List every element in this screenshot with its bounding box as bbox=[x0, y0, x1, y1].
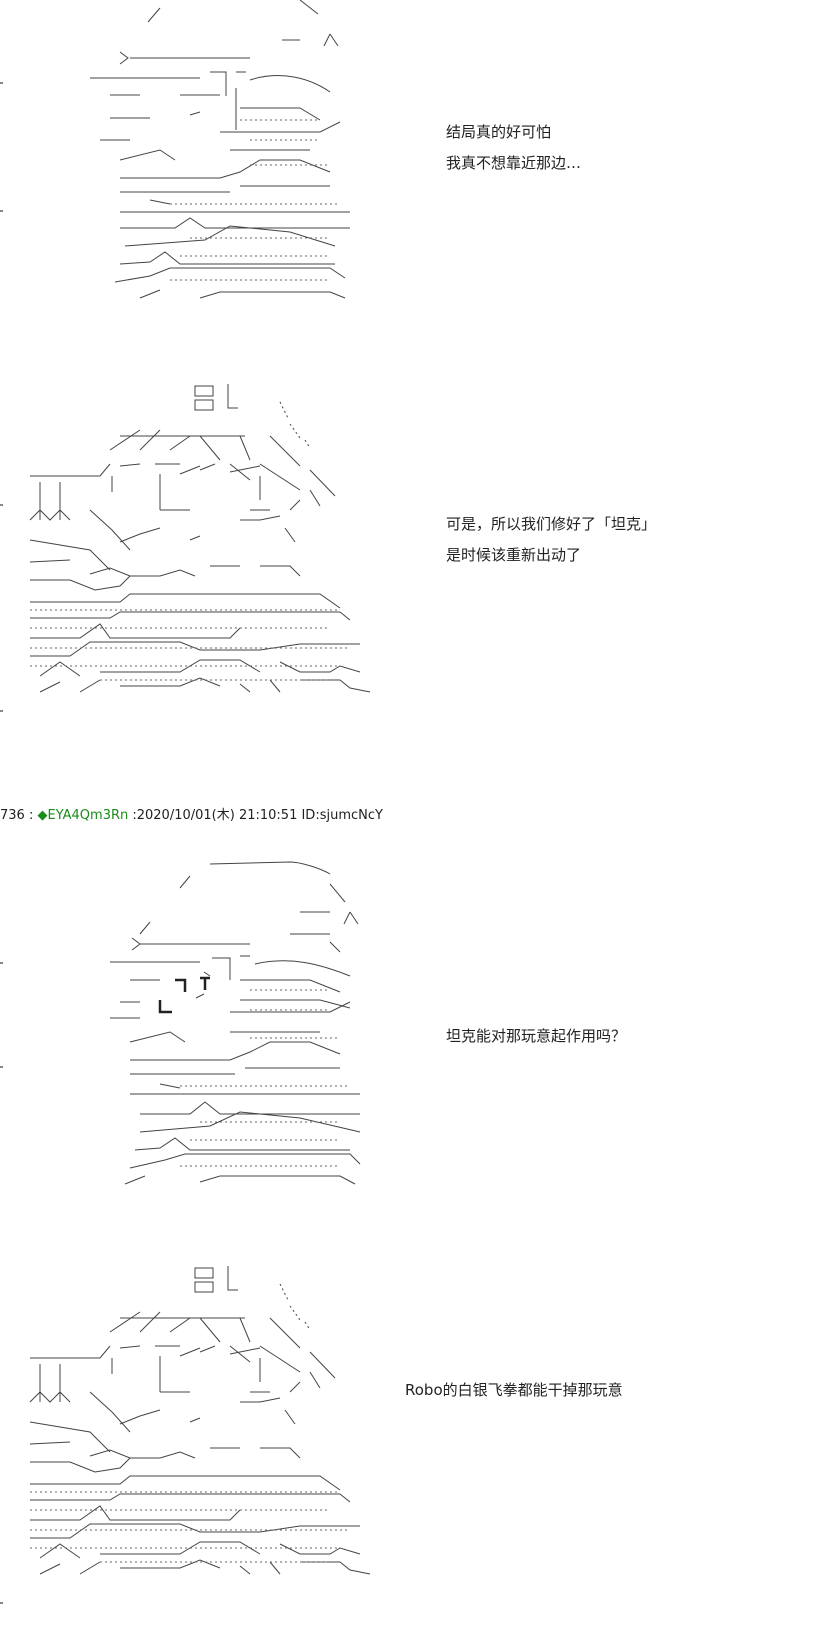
edge-mark bbox=[0, 1602, 3, 1604]
post-header: 736 : ◆EYA4Qm3Rn :2020/10/01(木) 21:10:51… bbox=[0, 804, 383, 823]
dialog-panel-2: 可是，所以我们修好了「坦克」 是时候该重新出动了 bbox=[446, 509, 656, 571]
panel-2: 可是，所以我们修好了「坦克」 是时候该重新出动了 bbox=[0, 380, 824, 740]
panel-3: 坦克能对那玩意起作用吗？ bbox=[0, 852, 824, 1192]
dialog-panel-3: 坦克能对那玩意起作用吗？ bbox=[446, 1021, 626, 1052]
ascii-art-tank bbox=[0, 380, 400, 740]
dialog-line: 结局真的好可怕 bbox=[446, 123, 552, 141]
ascii-art-character-lucca bbox=[0, 852, 400, 1192]
panel-1: 结局真的好可怕 我真不想靠近那边… bbox=[0, 0, 824, 320]
edge-mark bbox=[0, 504, 3, 506]
dialog-line: Robo的白银飞拳都能干掉那玩意 bbox=[405, 1381, 623, 1399]
post-separator: : bbox=[24, 808, 38, 823]
dialog-line: 坦克能对那玩意起作用吗？ bbox=[446, 1027, 627, 1045]
edge-mark bbox=[0, 962, 3, 964]
poster-name: ◆EYA4Qm3Rn bbox=[37, 808, 129, 823]
dialog-panel-1: 结局真的好可怕 我真不想靠近那边… bbox=[446, 117, 581, 179]
dialog-line: 是时候该重新出动了 bbox=[446, 546, 582, 564]
dialog-panel-4: Robo的白银飞拳都能干掉那玩意 bbox=[405, 1375, 623, 1406]
edge-mark bbox=[0, 210, 3, 212]
ascii-art-character-lucca bbox=[0, 0, 400, 320]
dialog-line: 可是，所以我们修好了「坦克」 bbox=[446, 515, 657, 533]
edge-mark bbox=[0, 82, 3, 84]
edge-mark bbox=[0, 1066, 3, 1068]
ascii-art-tank bbox=[0, 1262, 400, 1624]
dialog-line: 我真不想靠近那边… bbox=[446, 154, 582, 172]
edge-mark bbox=[0, 710, 3, 712]
panel-4: Robo的白银飞拳都能干掉那玩意 bbox=[0, 1262, 824, 1624]
post-number[interactable]: 736 bbox=[0, 808, 25, 823]
post-timestamp: :2020/10/01(木) 21:10:51 ID:sjumcNcY bbox=[128, 808, 383, 823]
